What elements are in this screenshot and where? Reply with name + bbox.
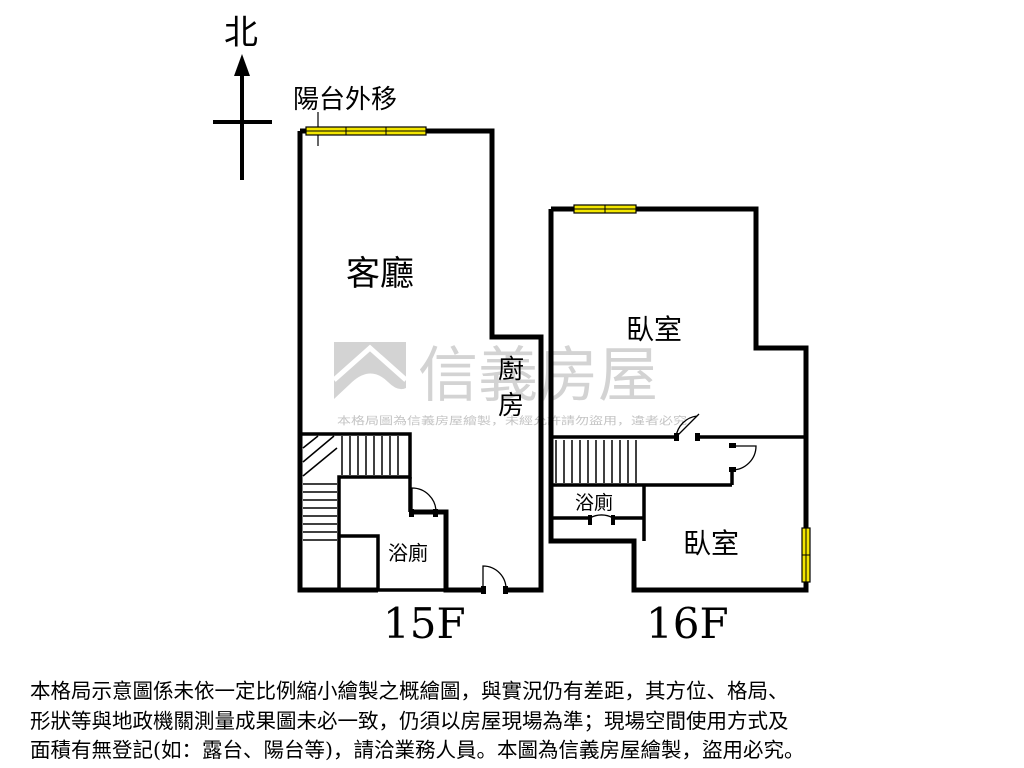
15f-bath-wall	[339, 477, 446, 592]
15f-entry-door	[482, 565, 507, 591]
15f-outer-wall	[297, 128, 544, 593]
compass	[213, 54, 272, 180]
16f-bedroom-bottom-label: 臥室	[683, 527, 739, 560]
disclaimer-line-2: 形狀等與地政機關測量成果圖未必一致，仍須以房屋現場為準；現場空間使用方式及	[30, 708, 789, 733]
floor-16f	[548, 206, 809, 593]
16f-hall-door	[731, 445, 757, 471]
15f-stairs	[302, 435, 399, 541]
disclaimer-line-3: 面積有無登記(如：露台、陽台等)，請洽業務人員。本圖為信義房屋繪製，盜用必究。	[30, 738, 805, 762]
north-arrow-icon	[234, 54, 250, 76]
15f-bath-door	[411, 487, 437, 513]
15f-kitchen-label-1: 廚	[498, 355, 524, 385]
15f-doors	[411, 487, 507, 591]
16f-floor-label: 16F	[646, 599, 729, 648]
16f-window-side	[801, 527, 811, 583]
watermark-logo-peak	[332, 344, 408, 382]
floor-15f	[297, 128, 544, 593]
16f-inner-wall	[551, 435, 806, 541]
compass-north-label: 北	[224, 13, 258, 53]
16f-stairs	[555, 440, 637, 483]
16f-outer-wall	[548, 206, 809, 593]
15f-bath-label: 浴廁	[388, 541, 428, 565]
15f-floor-label: 15F	[383, 599, 466, 648]
16f-bedroom-top-label: 臥室	[626, 313, 682, 346]
disclaimer-line-1: 本格局示意圖係未依一定比例縮小繪製之概繪圖，與實況仍有差距，其方位、格局、	[30, 679, 789, 703]
16f-bath-label: 浴廁	[575, 491, 613, 514]
16f-window-top	[573, 204, 637, 214]
watermark-logo-wave	[334, 373, 406, 399]
balcony-note: 陽台外移	[293, 85, 397, 115]
15f-stair-wall	[300, 432, 412, 590]
15f-kitchen-label-2: 房	[498, 391, 524, 421]
disclaimer-text: 本格局示意圖係未依一定比例縮小繪製之概繪圖，與實況仍有差距，其方位、格局、 形狀…	[30, 677, 1005, 766]
watermark-notice: 本格局圖為信義房屋繪製，未經允許請勿盜用，違者必究	[337, 414, 688, 427]
15f-window	[305, 126, 427, 136]
watermark-brand: 信義房屋	[418, 341, 658, 411]
16f-bath-door	[589, 514, 614, 519]
watermark-logo	[332, 342, 408, 399]
16f-doors	[589, 413, 757, 519]
15f-living-label: 客廳	[346, 254, 414, 294]
